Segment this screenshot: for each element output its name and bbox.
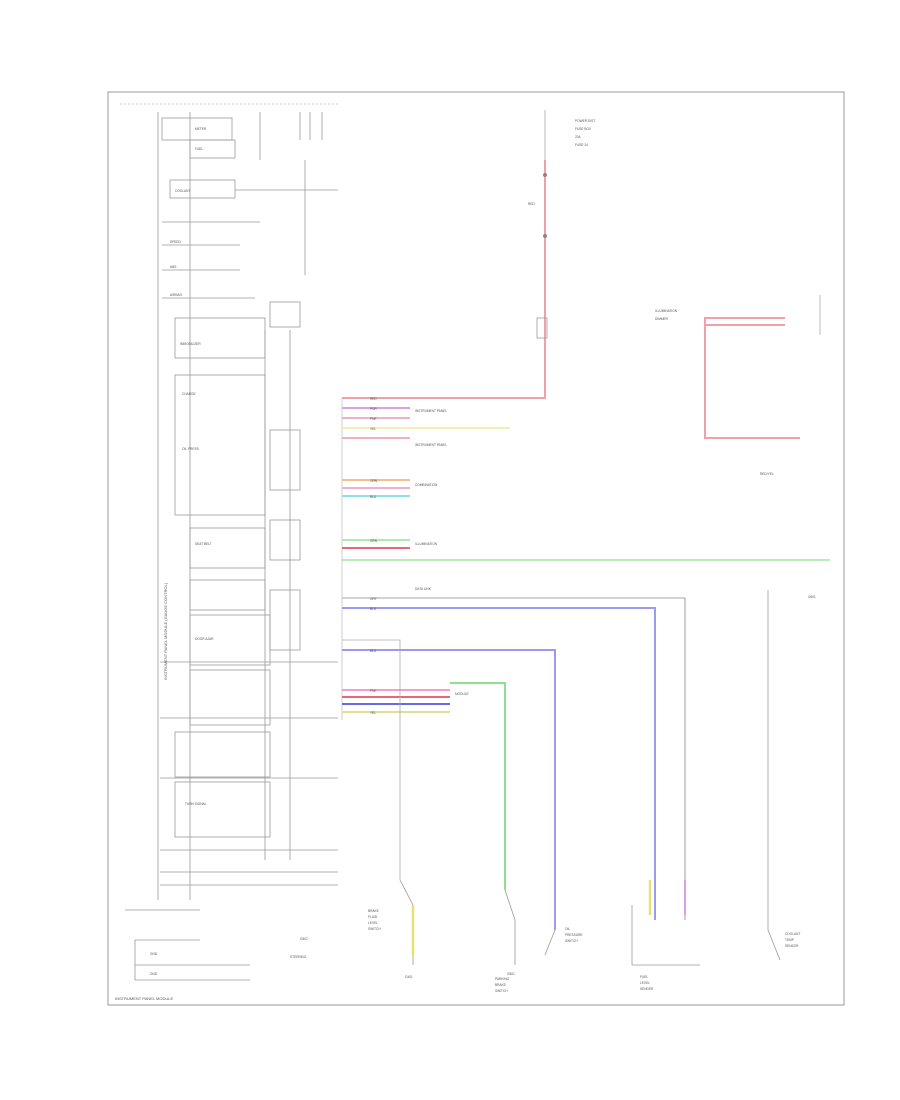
comp-1-line-1: BRAKE <box>495 983 506 987</box>
svg-text:MODULE: MODULE <box>455 692 469 696</box>
left-labels: METER FUEL COOLANT SPEED ABS AIRBAG IMMO… <box>170 127 214 806</box>
comp-0-line-1: FLUID <box>368 915 378 919</box>
wire-red-main <box>342 160 546 399</box>
svg-text:PNK: PNK <box>370 417 377 421</box>
svg-text:GRY: GRY <box>370 597 378 601</box>
diagram-frame <box>107 91 845 1006</box>
comp-3-line-2: SENDER <box>640 987 654 991</box>
bottom-left <box>125 909 250 981</box>
left-label-1: FUEL <box>195 147 203 151</box>
svg-text:RED: RED <box>370 397 377 401</box>
top-connector-line-3: FUSE 24 <box>575 143 588 147</box>
comp-0-line-2: LEVEL <box>368 921 378 925</box>
ground-2: G502 <box>300 937 308 941</box>
comp-0-line-0: BRAKE <box>368 909 379 913</box>
right-connector-line-0: ILLUMINATION <box>655 309 678 313</box>
left-label-2: COOLANT <box>175 189 190 193</box>
svg-text:BLU: BLU <box>370 649 377 653</box>
comp-3-line-1: LEVEL <box>640 981 650 985</box>
svg-text:YEL: YEL <box>370 711 376 715</box>
left-label-3: SPEED <box>170 240 182 244</box>
left-label-5: AIRBAG <box>170 293 183 297</box>
top-connector-line-2: 20A <box>575 135 582 139</box>
wire-destination-labels: INSTRUMENT PANEL INSTRUMENT PANEL COMBIN… <box>415 409 469 696</box>
left-label-9: SEAT BELT <box>195 542 212 546</box>
top-connector-line-1: FUSE BOX <box>575 127 592 131</box>
comp-4-line-2: SENSOR <box>785 944 799 948</box>
comp-2-line-1: PRESSURE <box>565 933 583 937</box>
svg-text:INSTRUMENT PANEL: INSTRUMENT PANEL <box>415 443 447 447</box>
wire-black-1 <box>342 639 401 880</box>
wire-green-2 <box>450 682 506 890</box>
svg-text:DATA LINK: DATA LINK <box>415 587 432 591</box>
connector-pin-labels: RED PUR PNK YEL ORN BLU GRN GRY BLU BLU … <box>370 397 378 715</box>
svg-text:ILLUMINATION: ILLUMINATION <box>415 542 438 546</box>
left-label-7: CHARGE <box>182 392 196 396</box>
svg-text:BLU: BLU <box>370 607 377 611</box>
svg-text:COMBINATION: COMBINATION <box>415 483 438 487</box>
bottom-components <box>399 590 781 966</box>
svg-text:BLU: BLU <box>370 495 377 499</box>
comp-1-line-2: SWITCH <box>495 989 508 993</box>
comp-1-line-0: PARKING <box>495 977 510 981</box>
left-label-10: DOOR AJAR <box>195 637 214 641</box>
right-connector-bottom: RED/YEL <box>760 472 774 476</box>
ground-0: G401 <box>405 975 413 979</box>
wire-blue-2 <box>342 649 556 930</box>
ground-1: G501 <box>507 972 515 976</box>
svg-text:INSTRUMENT PANEL: INSTRUMENT PANEL <box>415 409 447 413</box>
comp-4-line-1: TEMP <box>785 938 794 942</box>
comp-0-line-3: SWITCH <box>368 927 381 931</box>
bottom-left-label-0: GND <box>150 952 158 956</box>
ground-labels: G401 G501 G502 G601 <box>300 595 816 979</box>
comp-3-line-0: FUEL <box>640 975 648 979</box>
top-fuse-connector: POWER DIST. FUSE BOX 20A FUSE 24 RED <box>528 110 596 339</box>
top-connector-line-0: POWER DIST. <box>575 119 596 123</box>
wire-gray-long <box>342 597 686 920</box>
wire-blue-1 <box>342 607 656 920</box>
right-connector: ILLUMINATION DIMMER RED/YEL <box>655 295 821 476</box>
comp-2-line-2: SWITCH <box>565 939 578 943</box>
svg-text:YEL: YEL <box>370 427 376 431</box>
svg-text:PNK: PNK <box>370 689 377 693</box>
left-label-4: ABS <box>170 265 176 269</box>
svg-text:PUR: PUR <box>370 407 377 411</box>
bottom-left-label-1: GND <box>150 972 158 976</box>
colored-wires <box>342 160 830 930</box>
left-label-6: IMMOBILIZER <box>180 342 201 346</box>
left-vertical-label: INSTRUMENT PANEL MODULE (GAUGE CONTROL) <box>163 582 168 680</box>
ground-3: G601 <box>808 595 816 599</box>
left-label-8: OIL PRESS <box>182 447 199 451</box>
left-label-0: METER <box>195 127 207 131</box>
bottom-middle-label: STEERING <box>290 955 307 959</box>
right-connector-line-1: DIMMER <box>655 317 669 321</box>
left-module <box>157 112 338 900</box>
svg-text:ORN: ORN <box>370 479 378 483</box>
top-connector-wire-label: RED <box>528 202 535 206</box>
bottom-component-labels: BRAKE FLUID LEVEL SWITCH PARKING BRAKE S… <box>368 909 800 993</box>
frame-footer-label: INSTRUMENT PANEL MODULE <box>115 996 173 1001</box>
comp-4-line-0: COOLANT <box>785 932 800 936</box>
left-label-11: TURN SIGNAL <box>185 802 207 806</box>
svg-text:GRN: GRN <box>370 539 378 543</box>
comp-2-line-0: OIL <box>565 927 570 931</box>
